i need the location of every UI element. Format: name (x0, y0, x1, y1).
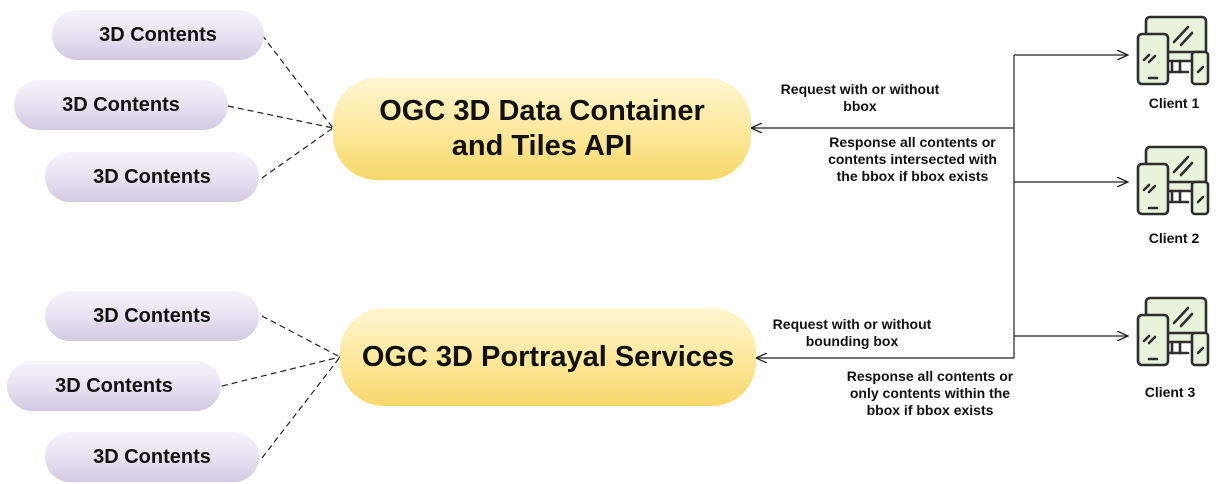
content-source-2: 3D Contents (14, 80, 228, 130)
computer-devices-icon (1136, 296, 1210, 367)
client-label: Client 2 (1148, 230, 1200, 246)
computer-devices-icon (1136, 145, 1210, 216)
response-label-line: Response all contents or (846, 368, 1014, 384)
request-label-line: Request with or without (780, 81, 940, 97)
client-label: Client 1 (1148, 95, 1200, 111)
api-box-title-line1: OGC 3D Data Container (379, 95, 705, 127)
request-label-line: bounding box (805, 333, 899, 349)
response-label-line: Response all contents or (829, 134, 996, 150)
content-source-6: 3D Contents (45, 432, 259, 482)
response-label-line: contents intersected with (828, 151, 997, 167)
dashed-connector (261, 34, 334, 129)
request-label-top: Request with or without bbox (770, 81, 950, 115)
computer-devices-icon (1136, 15, 1210, 86)
api-box-data-container: OGC 3D Data Container and Tiles API (333, 78, 751, 180)
dashed-connector (261, 315, 341, 358)
response-label-bottom: Response all contents or only contents w… (830, 368, 1030, 419)
api-box-title-line2: and Tiles API (451, 130, 633, 162)
response-label-line: the bbox if bbox exists (836, 168, 989, 184)
request-label-bottom: Request with or without bounding box (762, 316, 942, 350)
dashed-connector (227, 105, 334, 129)
dashed-connector (261, 127, 334, 179)
response-label-line: only contents within the (849, 385, 1011, 401)
content-source-5: 3D Contents (7, 361, 221, 411)
api-box-title: OGC 3D Portrayal Services (361, 340, 735, 373)
api-box-portrayal-services: OGC 3D Portrayal Services (340, 308, 756, 406)
response-label-line: bbox if bbox exists (866, 402, 994, 418)
content-source-1: 3D Contents (52, 10, 264, 60)
request-label-line: bbox (843, 98, 877, 114)
content-source-3: 3D Contents (45, 152, 259, 202)
request-label-line: Request with or without (772, 316, 932, 332)
dashed-connector (221, 356, 341, 387)
response-label-top: Response all contents or contents inters… (815, 134, 1010, 185)
content-source-4: 3D Contents (45, 291, 259, 341)
client-label: Client 3 (1144, 384, 1196, 400)
dashed-connector (261, 356, 341, 459)
